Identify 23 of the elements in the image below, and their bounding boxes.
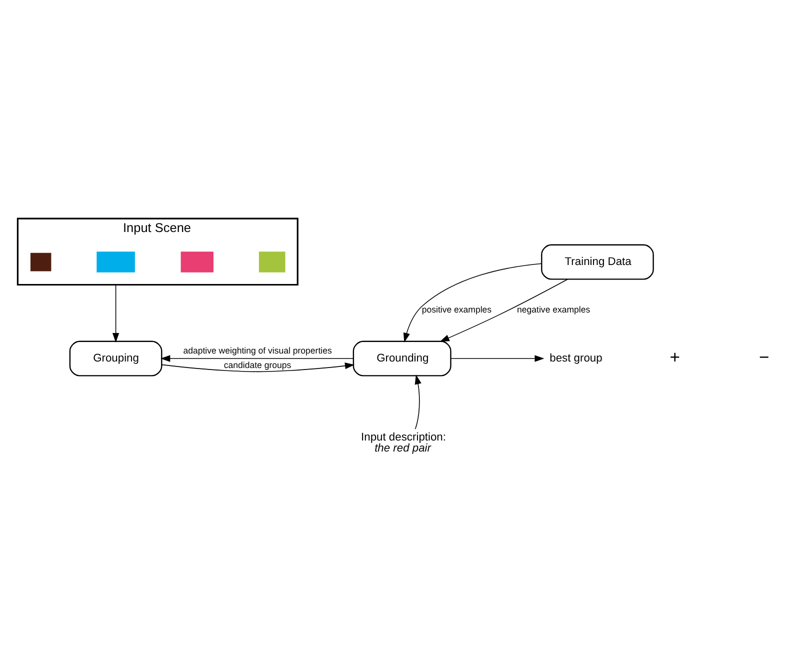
node-box: Training Data (541, 244, 654, 280)
arrow (440, 278, 568, 342)
node-text: Input description: the red pair (361, 431, 446, 455)
edge-label: candidate groups (224, 360, 292, 370)
cluster: Input Scene (16, 218, 298, 286)
arrow (403, 263, 542, 342)
label: − (759, 346, 770, 367)
arrow (450, 355, 544, 362)
node-box: Grouping (69, 340, 162, 376)
edge-label: negative examples (517, 304, 590, 315)
node-box (30, 252, 52, 272)
arrow (112, 284, 120, 343)
edge-label: adaptive weighting of visual properties (183, 346, 332, 356)
node-box (96, 252, 135, 272)
node-text: best group (550, 352, 602, 364)
arrow (414, 374, 422, 430)
arrow (160, 355, 354, 362)
node-box: Grounding (352, 340, 452, 376)
node-box (180, 252, 214, 272)
arrow (161, 362, 355, 372)
edge-label: positive examples (422, 304, 492, 315)
label: + (670, 346, 680, 367)
node-box (258, 252, 286, 272)
